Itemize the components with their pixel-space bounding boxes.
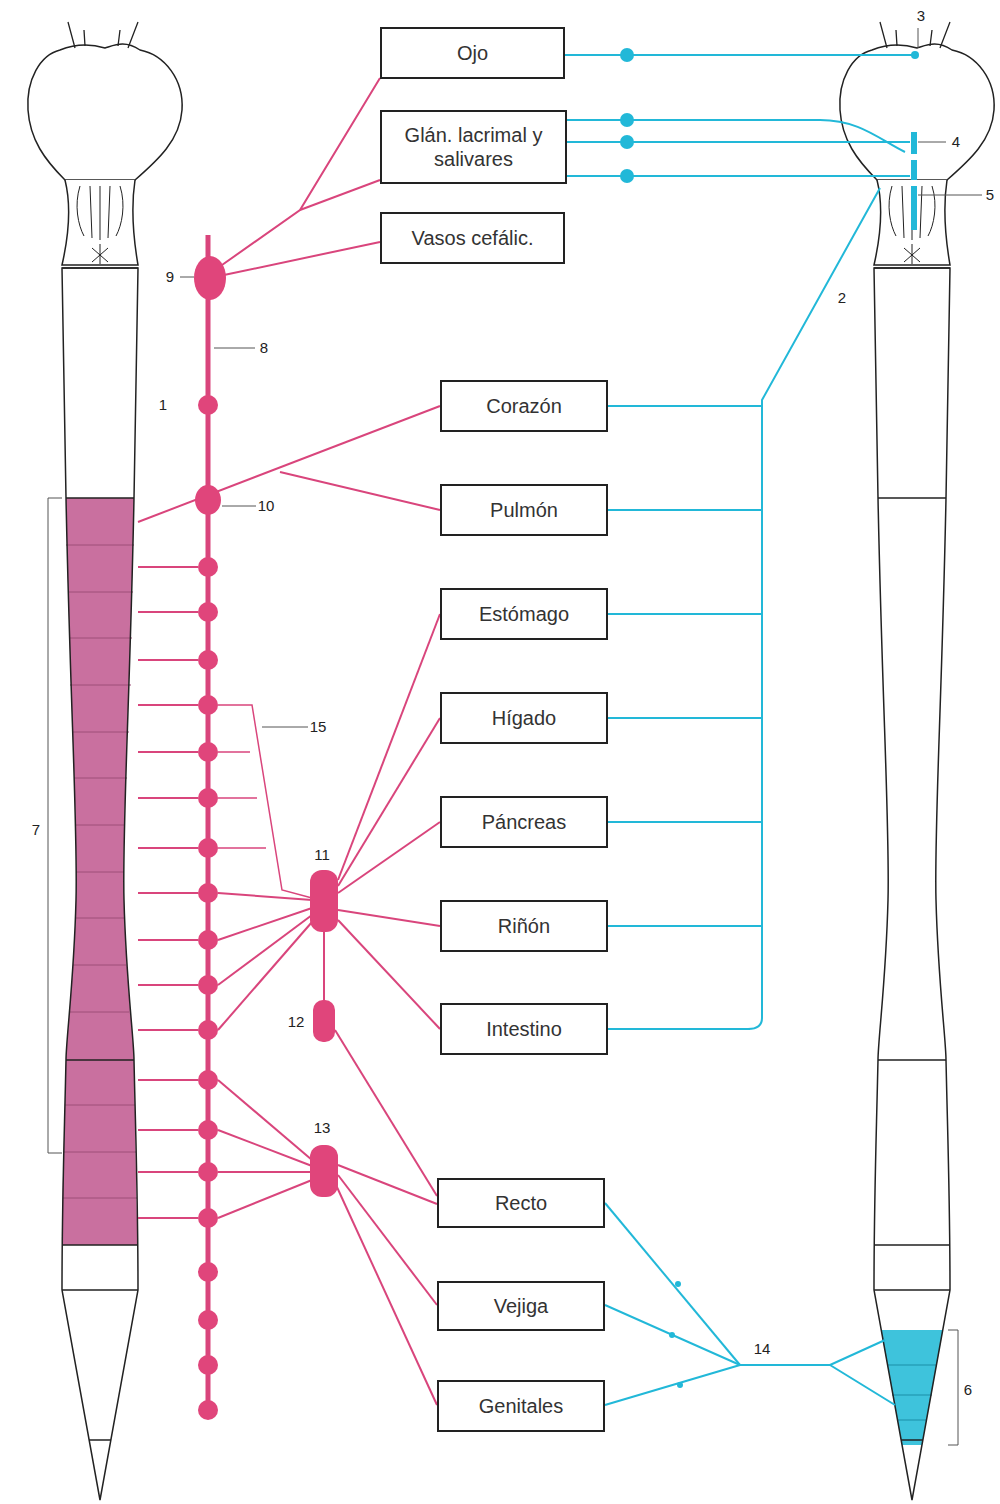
organ-label: Ojo <box>457 41 488 65</box>
organ-label: Pulmón <box>490 498 558 522</box>
organ-box: Genitales <box>437 1380 605 1432</box>
sympathetic-fibers <box>138 78 440 1410</box>
organ-label: Páncreas <box>482 810 567 834</box>
organ-box: Riñón <box>440 900 608 952</box>
organ-box: Intestino <box>440 1003 608 1055</box>
sympathetic-ganglia <box>194 256 338 1420</box>
organ-box: Recto <box>437 1178 605 1228</box>
callout-number: 13 <box>314 1119 331 1137</box>
bracket <box>48 498 62 1153</box>
organ-box: Estómago <box>440 588 608 640</box>
organ-box: Glán. lacrimal y salivares <box>380 110 567 184</box>
organ-box: Pulmón <box>440 484 608 536</box>
organ-label: Estómago <box>479 602 569 626</box>
organ-box: Páncreas <box>440 796 608 848</box>
callout-number: 2 <box>838 289 846 307</box>
sacral-segments <box>881 1330 943 1445</box>
leader-lines <box>180 277 308 727</box>
organ-label: Genitales <box>479 1394 564 1418</box>
parasympathetic-nuclei <box>620 48 919 1388</box>
callout-number: 6 <box>964 1381 972 1399</box>
organ-label: Glán. lacrimal y salivares <box>390 123 557 171</box>
callout-number: 15 <box>310 718 327 736</box>
organ-label: Riñón <box>498 914 550 938</box>
organ-box: Vasos cefálic. <box>380 212 565 264</box>
callout-number: 4 <box>952 133 960 151</box>
right-cns-outline <box>840 22 994 1500</box>
bracket <box>948 1330 958 1445</box>
organ-box: Ojo <box>380 27 565 79</box>
organ-label: Recto <box>495 1191 547 1215</box>
organ-label: Intestino <box>486 1017 562 1041</box>
callout-number: 14 <box>754 1340 771 1358</box>
organ-label: Corazón <box>486 394 562 418</box>
organ-label: Hígado <box>492 706 557 730</box>
left-cns-outline <box>28 22 182 1500</box>
callout-number: 8 <box>260 339 268 357</box>
callout-number: 1 <box>159 396 167 414</box>
organ-label: Vejiga <box>494 1294 549 1318</box>
callout-number: 7 <box>32 821 40 839</box>
callout-number: 10 <box>258 497 275 515</box>
callout-number: 12 <box>288 1013 305 1031</box>
callout-number: 9 <box>166 268 174 286</box>
segment-lines <box>63 545 137 1198</box>
organ-box: Hígado <box>440 692 608 744</box>
callout-number: 3 <box>917 7 925 25</box>
organ-label: Vasos cefálic. <box>412 226 534 250</box>
parasympathetic-fibers <box>565 28 982 1405</box>
callout-number: 5 <box>986 186 994 204</box>
callout-number: 11 <box>314 846 330 864</box>
thoracolumbar-segments <box>62 498 138 1245</box>
organ-box: Vejiga <box>437 1281 605 1331</box>
organ-box: Corazón <box>440 380 608 432</box>
sacral-lines <box>887 1365 937 1420</box>
